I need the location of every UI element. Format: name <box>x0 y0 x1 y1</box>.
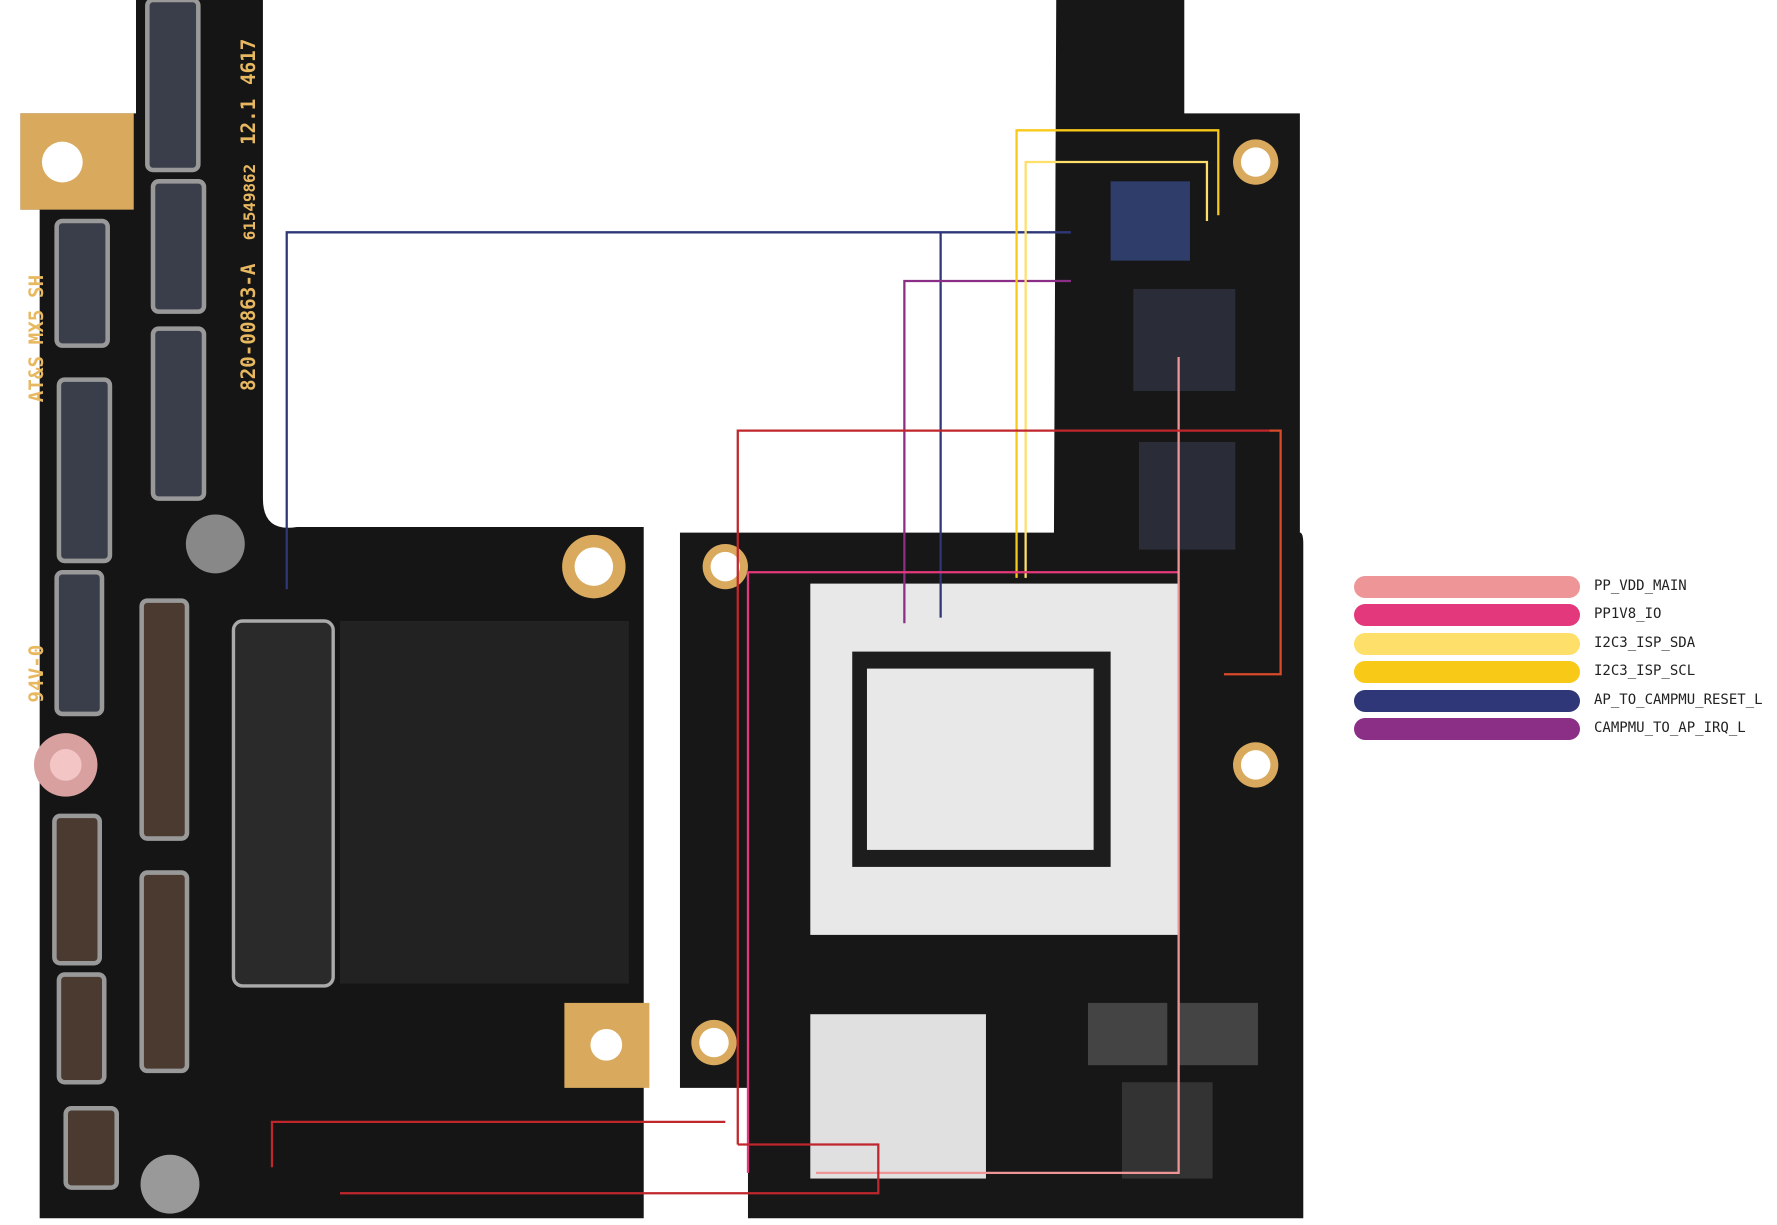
silk-manufacturer: AT&S MX5 SH <box>25 275 48 402</box>
left-board: AT&S MX5 SH 820-00863-A 61549862 12.1 46… <box>20 0 650 1219</box>
silk-serial: 61549862 <box>240 164 259 240</box>
legend-swatch <box>1354 690 1580 712</box>
legend-label: I2C3_ISP_SCL <box>1594 663 1696 679</box>
legend-item: I2C3_ISP_SCL <box>1354 661 1777 685</box>
trace-red-right <box>1223 429 1282 676</box>
legend-label: AP_TO_CAMPMU_RESET_L <box>1594 692 1763 708</box>
silk-part-number: 820-00863-A <box>237 263 260 391</box>
silk-date-code: 4617 <box>237 39 260 85</box>
trace-ap-to-campmu-reset <box>285 231 1071 590</box>
legend-swatch <box>1354 633 1580 655</box>
net-traces <box>270 129 1282 1195</box>
legend-item: PP_VDD_MAIN <box>1354 576 1777 600</box>
legend-item: I2C3_ISP_SDA <box>1354 633 1777 657</box>
trace-red-bottom-1 <box>270 1120 726 1168</box>
legend-item: PP1V8_IO <box>1354 604 1777 628</box>
legend-label: I2C3_ISP_SDA <box>1594 635 1696 651</box>
trace-red-main <box>736 429 1270 1145</box>
legend-item: AP_TO_CAMPMU_RESET_L <box>1354 690 1777 714</box>
legend-swatch <box>1354 604 1580 626</box>
silk-revision: 12.1 <box>237 99 260 145</box>
silk-rating: 94V-0 <box>25 645 48 703</box>
trace-pp1v8-io <box>746 571 1179 1173</box>
trace-red-bottom-2 <box>339 1143 880 1195</box>
legend-item: CAMPMU_TO_AP_IRQ_L <box>1354 718 1777 742</box>
right-board <box>679 0 1304 1219</box>
legend-swatch <box>1354 661 1580 683</box>
legend-label: PP1V8_IO <box>1594 606 1662 622</box>
legend-swatch <box>1354 718 1580 740</box>
trace-i2c3-isp-scl <box>1015 129 1220 578</box>
trace-pp-vdd-main <box>815 356 1180 1175</box>
trace-i2c3-isp-sda <box>1024 160 1209 578</box>
legend-label: CAMPMU_TO_AP_IRQ_L <box>1594 720 1746 736</box>
legend-swatch <box>1354 576 1580 598</box>
legend-label: PP_VDD_MAIN <box>1594 578 1687 594</box>
